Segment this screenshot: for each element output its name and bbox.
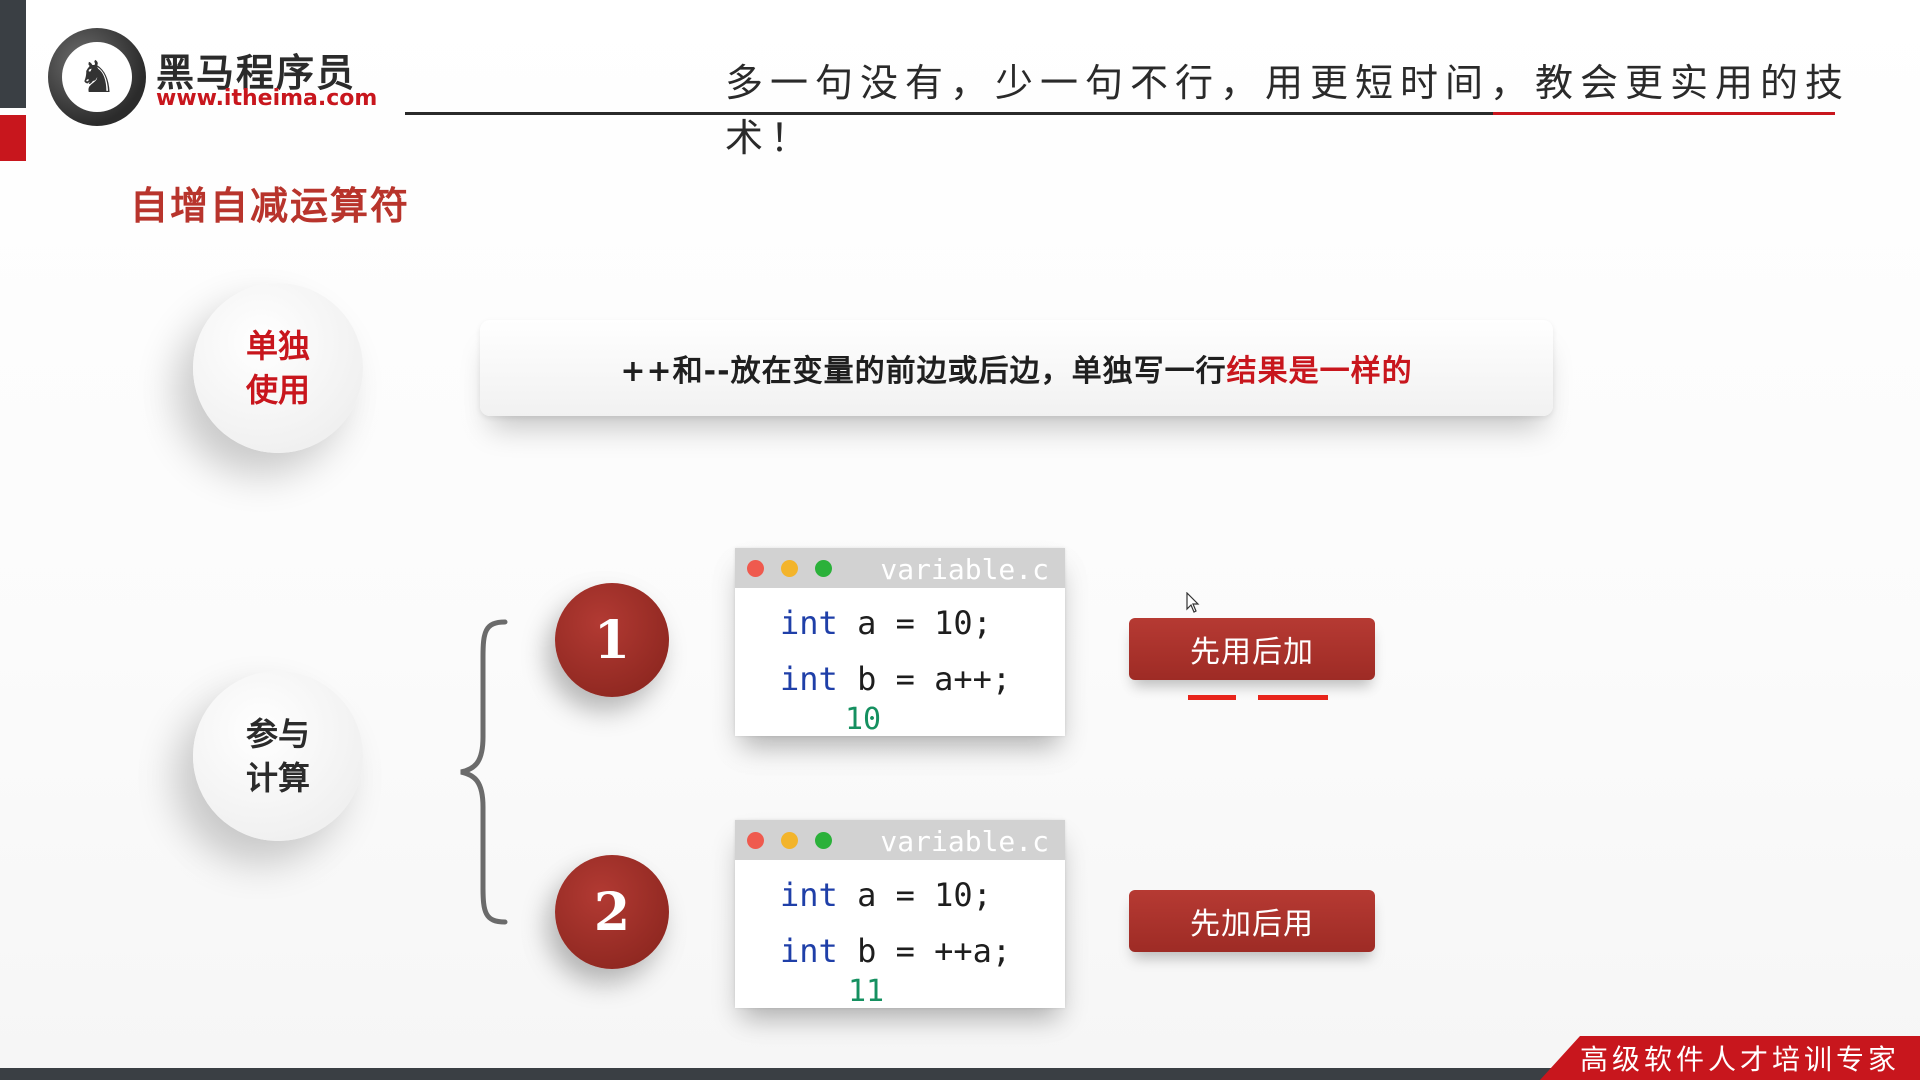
mouse-cursor-icon: [1186, 592, 1200, 613]
footer-bar: [0, 1068, 1920, 1080]
header-divider-accent: [1493, 112, 1835, 115]
window-close-dot-icon: [747, 560, 764, 577]
code-text: b = a++;: [837, 660, 1012, 698]
header-slogan: 多一句没有，少一句不行，用更短时间，教会更实用的技术！: [725, 61, 1851, 160]
rule-underline: [1188, 695, 1236, 700]
rule-underline: [1258, 695, 1328, 700]
code-result-value: 11: [848, 974, 885, 1009]
left-edge-accent: [0, 115, 26, 161]
code-keyword: int: [780, 876, 838, 914]
code-text: b = ++a;: [837, 932, 1012, 970]
code-result-value: 10: [845, 702, 882, 737]
statement-highlight: 结果是一样的: [1226, 354, 1413, 389]
code-keyword: int: [780, 932, 838, 970]
code-line: int a = 10;: [780, 876, 992, 914]
code-window-titlebar: variable.c: [735, 548, 1065, 588]
code-text: a = 10;: [837, 876, 992, 914]
example-number-badge: 1: [555, 583, 669, 697]
example-number-badge: 2: [555, 855, 669, 969]
code-window: variable.c int a = 10; int b = ++a; 11: [735, 820, 1065, 1009]
rule-label-post-increment: 先用后加: [1129, 618, 1375, 680]
horse-logo-icon: ♞: [48, 28, 146, 126]
window-maximize-dot-icon: [815, 560, 832, 577]
logo-name: 黑马程序员: [156, 51, 357, 95]
footer-tagline: 高级软件人才培训专家: [1540, 1036, 1920, 1080]
rule-label-pre-increment: 先加后用: [1129, 890, 1375, 952]
window-minimize-dot-icon: [781, 832, 798, 849]
header-divider: [405, 112, 1835, 115]
standalone-statement: ++和--放在变量的前边或后边，单独写一行结果是一样的: [480, 320, 1553, 416]
code-window-titlebar: variable.c: [735, 820, 1065, 860]
left-edge-bar: [0, 0, 26, 108]
window-maximize-dot-icon: [815, 832, 832, 849]
window-minimize-dot-icon: [781, 560, 798, 577]
code-filename: variable.c: [880, 553, 1049, 586]
page-title: 自增自减运算符: [130, 184, 411, 228]
code-text: a = 10;: [837, 604, 992, 642]
code-keyword: int: [780, 660, 838, 698]
logo-url: www.itheima.com: [156, 86, 378, 111]
code-line: int b = ++a;: [780, 932, 1011, 970]
example-number: 1: [593, 609, 631, 671]
computation-label: 参与计算: [245, 715, 310, 797]
statement-text: ++和--放在变量的前边或后边，单独写一行: [620, 354, 1227, 389]
code-line: int b = a++;: [780, 660, 1011, 698]
computation-label-badge: 参与计算: [193, 671, 363, 841]
code-line: int a = 10;: [780, 604, 992, 642]
code-window: variable.c int a = 10; int b = a++; 10: [735, 548, 1065, 737]
standalone-label-badge: 单独使用: [193, 283, 363, 453]
code-keyword: int: [780, 604, 838, 642]
standalone-label: 单独使用: [245, 327, 310, 409]
code-filename: variable.c: [880, 825, 1049, 858]
brace-icon: [460, 619, 508, 925]
example-number: 2: [593, 881, 631, 943]
window-close-dot-icon: [747, 832, 764, 849]
